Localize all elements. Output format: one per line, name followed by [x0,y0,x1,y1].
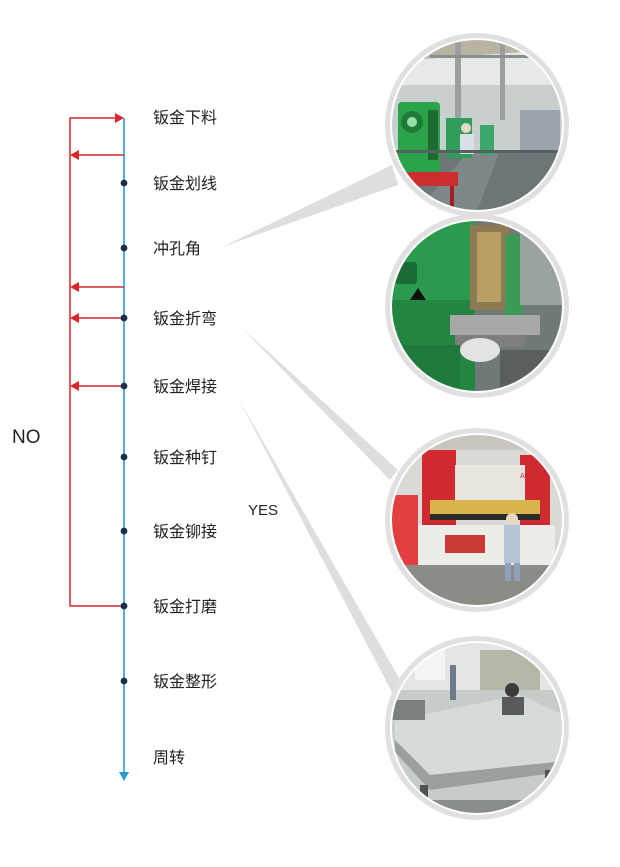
connector-weld [238,398,406,700]
step-label-4: 钣金折弯 [153,309,217,328]
connector-punch [222,165,398,247]
svg-text:AS: AS [520,472,530,480]
step-dot-4 [120,314,128,322]
feedback-loop [69,117,124,607]
feedback-arrowhead-4 [70,381,79,391]
step-dot-9 [120,677,128,685]
step-dot-3 [120,244,128,252]
step-label-7: 钣金铆接 [153,522,217,541]
welding-table-photo [385,636,569,820]
step-label-10: 周转 [153,748,185,767]
step-dot-2 [120,179,128,187]
punch-press-closeup-photo [385,214,569,398]
feedback-arrowheads [70,113,124,391]
step-dot-7 [120,527,128,535]
connector-bend [242,328,398,480]
step-label-3: 冲孔角 [153,239,201,258]
step-label-2: 钣金划线 [153,174,217,193]
feedback-outer-line [69,117,124,607]
feedback-arrowhead-2 [70,282,79,292]
step-label-5: 钣金焊接 [153,377,217,396]
press-brake-photo: AS [385,428,569,612]
main-flow-arrowhead [119,772,129,781]
step-labels: 钣金下料 钣金划线 冲孔角 钣金折弯 钣金焊接 钣金种钉 钣金铆接 钣金打磨 钣… [153,108,217,767]
feedback-arrowhead-1 [70,150,79,160]
step-label-8: 钣金打磨 [153,597,217,616]
no-label: NO [12,427,41,448]
step-label-1: 钣金下料 [153,108,217,127]
yes-label: YES [248,502,278,519]
feedback-arrowhead-3 [70,313,79,323]
workshop-punch-press-photo [385,33,569,217]
feedback-arrowhead-top [115,113,124,123]
step-label-9: 钣金整形 [153,672,217,691]
step-label-6: 钣金种钉 [153,448,217,467]
step-dot-5 [120,382,128,390]
photo-connectors [222,165,406,700]
step-dots [120,179,128,685]
step-dot-6 [120,453,128,461]
step-dot-8 [120,602,128,610]
